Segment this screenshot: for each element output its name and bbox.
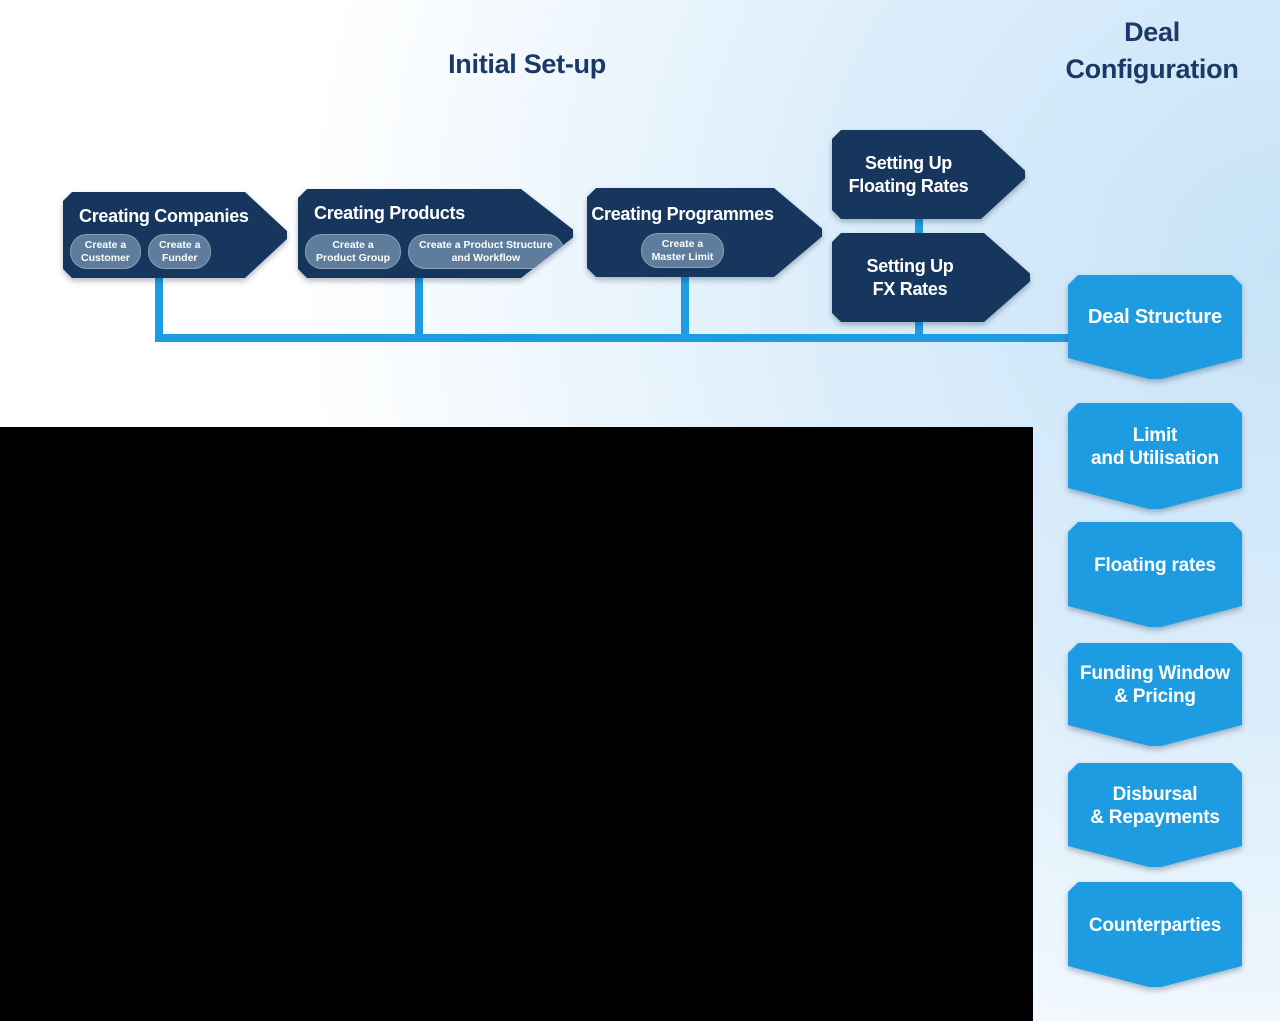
flow-step-title: Creating Products bbox=[314, 203, 465, 223]
flow-step-creating-programmes[interactable]: Creating Programmes Create a Master Limi… bbox=[587, 188, 822, 277]
initial-setup-title: Initial Set-up bbox=[448, 49, 606, 79]
deal-config-item-limit-and-utilisation[interactable]: Limit and Utilisation bbox=[1068, 403, 1242, 510]
pill-create-a-product-group[interactable]: Create a Product Group bbox=[305, 234, 401, 269]
deal-config-item-deal-structure[interactable]: Deal Structure bbox=[1068, 275, 1242, 380]
pill-row: Create a Master Limit bbox=[587, 233, 778, 268]
deal-config-item-counterparties[interactable]: Counterparties bbox=[1068, 882, 1242, 988]
connector-vertical-products bbox=[415, 277, 423, 342]
blackout-region bbox=[0, 427, 1033, 1021]
pill-row: Create a Product Group Create a Product … bbox=[305, 234, 564, 269]
connector-vertical-companies bbox=[155, 277, 163, 342]
flow-step-title: Creating Companies bbox=[79, 206, 249, 226]
pill-create-a-product-structure-and-workflow[interactable]: Create a Product Structure and Workflow bbox=[408, 234, 564, 269]
flow-step-title: Creating Programmes bbox=[591, 204, 774, 224]
connector-vertical-floating-to-fx bbox=[915, 217, 923, 236]
flow-step-title: Setting Up FX Rates bbox=[866, 255, 954, 299]
deal-config-item-funding-window-and-pricing[interactable]: Funding Window & Pricing bbox=[1068, 643, 1242, 747]
connector-vertical-fx-rates bbox=[915, 319, 923, 342]
flow-step-setting-up-floating-rates[interactable]: Setting Up Floating Rates bbox=[832, 130, 1025, 219]
connector-vertical-programmes bbox=[681, 276, 689, 342]
flow-step-title: Setting Up Floating Rates bbox=[848, 152, 969, 196]
connector-horizontal-main bbox=[155, 334, 1080, 342]
pill-row: Create a Customer Create a Funder bbox=[70, 234, 211, 269]
flow-step-creating-companies[interactable]: Creating Companies Create a Customer Cre… bbox=[63, 192, 287, 278]
pill-create-a-master-limit[interactable]: Create a Master Limit bbox=[641, 233, 725, 268]
deal-config-item-disbursal-and-repayments[interactable]: Disbursal & Repayments bbox=[1068, 763, 1242, 868]
deal-configuration-title: Deal Configuration bbox=[1065, 17, 1239, 84]
flow-step-setting-up-fx-rates[interactable]: Setting Up FX Rates bbox=[832, 233, 1030, 322]
pill-create-a-customer[interactable]: Create a Customer bbox=[70, 234, 141, 269]
flow-step-creating-products[interactable]: Creating Products Create a Product Group… bbox=[298, 189, 573, 278]
deal-config-item-floating-rates[interactable]: Floating rates bbox=[1068, 522, 1242, 628]
pill-create-a-funder[interactable]: Create a Funder bbox=[148, 234, 211, 269]
